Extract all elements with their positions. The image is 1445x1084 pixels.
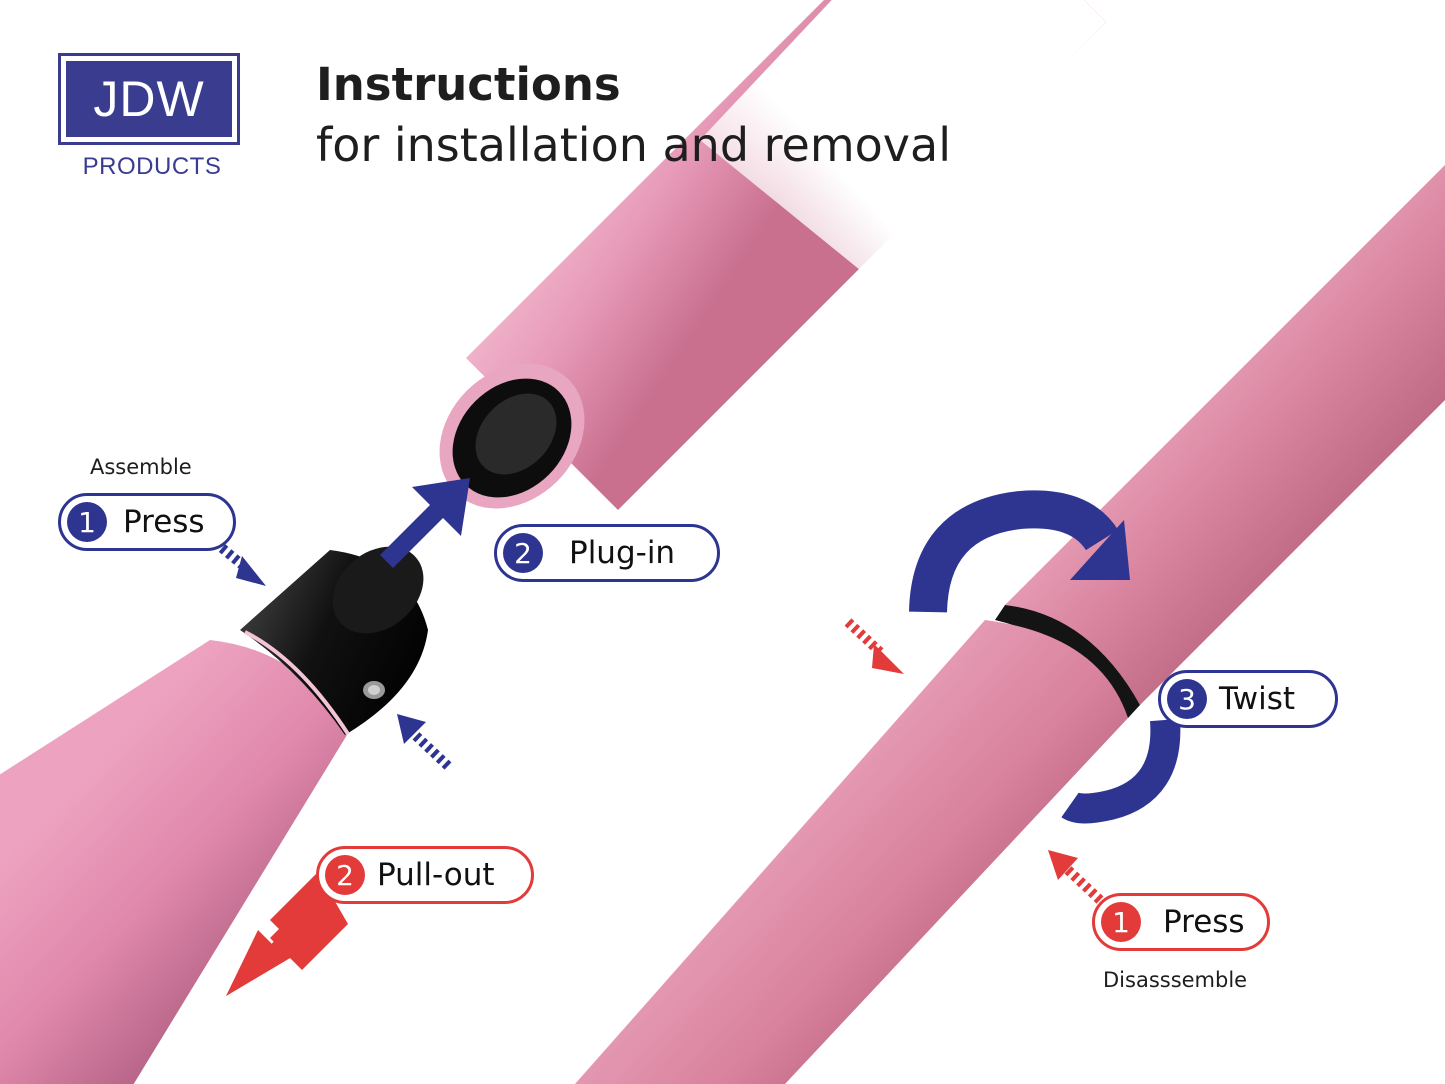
disassemble-caption: Disasssemble — [1103, 968, 1248, 992]
step-twist: 3 Twist — [1158, 670, 1338, 728]
step-number: 2 — [503, 533, 543, 573]
page-title: Instructions — [316, 58, 621, 111]
page-subtitle: for installation and removal — [316, 118, 951, 172]
step-press-disassemble: 1 Press — [1092, 893, 1270, 951]
step-number: 3 — [1167, 679, 1207, 719]
step-plug-in: 2 Plug-in — [494, 524, 720, 582]
twist-arrow-upper — [909, 490, 1130, 613]
step-pull-out: 2 Pull-out — [316, 846, 534, 904]
step-press-assemble: 1 Press — [58, 493, 236, 551]
assemble-caption: Assemble — [90, 455, 192, 479]
step-label: Plug-in — [569, 535, 676, 571]
lower-tube — [0, 546, 428, 1084]
right-upper-tube — [995, 165, 1445, 718]
plug-in-arrow — [380, 478, 470, 568]
logo-subtext: PRODUCTS — [82, 153, 222, 180]
press-arrow-assemble — [218, 544, 266, 586]
press-arrow-pin — [397, 714, 452, 770]
step-label: Press — [123, 504, 205, 540]
pull-out-arrow — [226, 872, 348, 996]
step-label: Pull-out — [377, 857, 495, 893]
step-label: Press — [1163, 904, 1245, 940]
twist-arrow-lower — [1061, 718, 1181, 824]
logo-text: JDW — [66, 61, 232, 137]
press-arrow-disassemble-left — [844, 618, 904, 674]
right-lower-tube — [575, 620, 1128, 1084]
step-number: 1 — [1101, 902, 1141, 942]
step-label: Twist — [1219, 681, 1296, 717]
press-arrow-disassemble-lower — [1048, 850, 1104, 904]
upper-tube — [439, 0, 1106, 510]
brand-logo: JDW PRODUCTS — [58, 53, 246, 180]
logo-box: JDW — [58, 53, 240, 145]
step-number: 2 — [325, 855, 365, 895]
step-number: 1 — [67, 502, 107, 542]
